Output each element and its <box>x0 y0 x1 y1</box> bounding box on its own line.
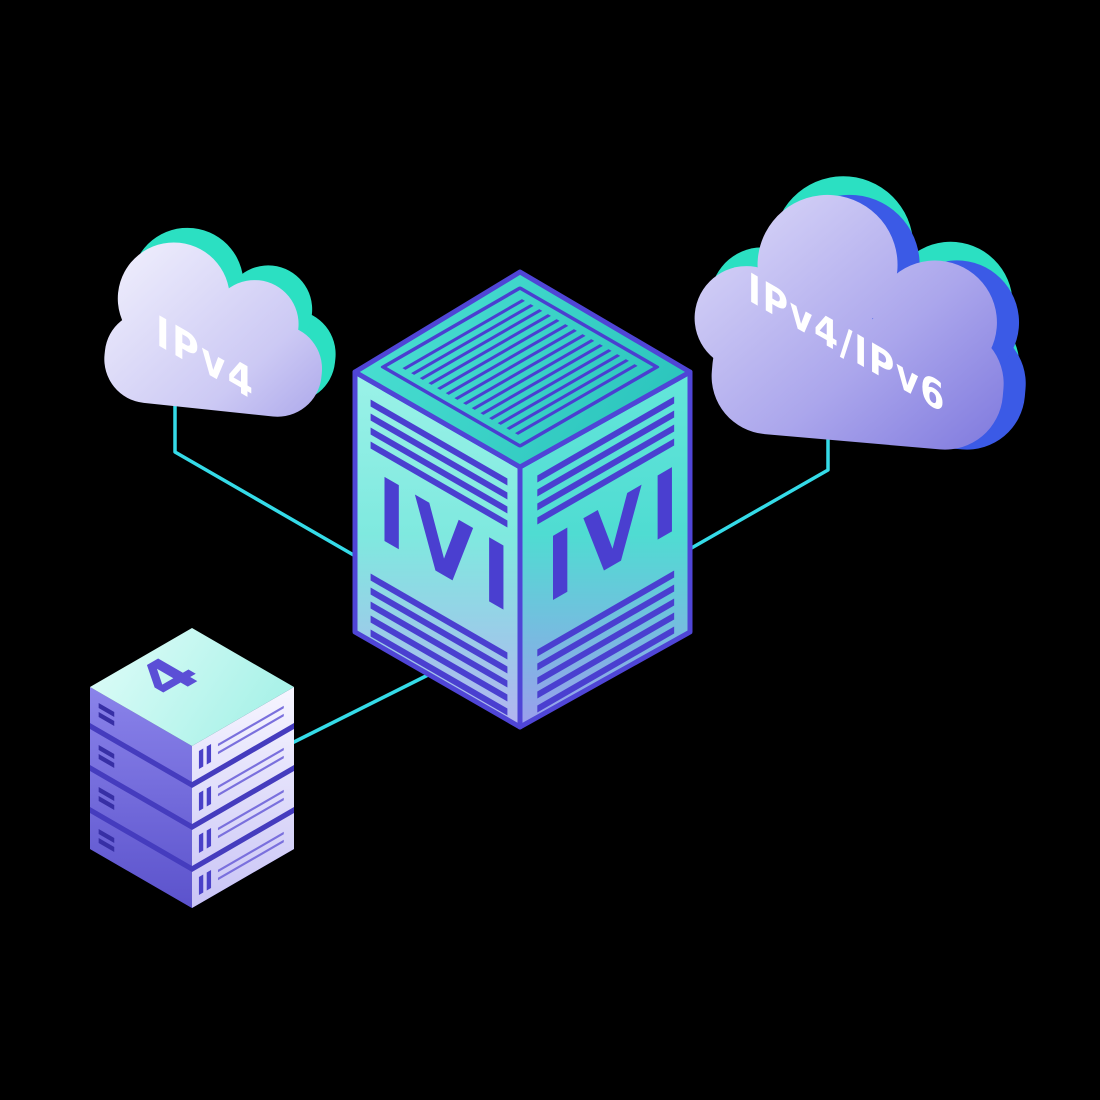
server-unit <box>90 687 294 782</box>
server-unit <box>90 771 294 866</box>
server-unit-vents <box>198 831 284 895</box>
stack-top-face <box>90 628 294 746</box>
connector-server-stack-to-ivi <box>292 671 434 744</box>
server-unit-slots <box>98 745 115 768</box>
connector-ipv4-cloud-to-ivi <box>173 399 359 559</box>
dual-stack-cloud <box>684 165 1042 455</box>
connector-dualstack-cloud-to-ivi <box>686 428 830 552</box>
right-face-bottom-stripes <box>537 570 675 713</box>
top-face-hatch <box>402 299 638 435</box>
server-unit <box>90 729 294 824</box>
connector-lines <box>173 399 830 744</box>
server-unit <box>90 813 294 908</box>
server-unit-vents <box>198 789 284 853</box>
ivi-translator-cube: IVI IVI <box>352 269 693 730</box>
left-face-top-stripes <box>370 399 508 528</box>
server-unit-slots <box>98 787 115 810</box>
left-face-bottom-stripes <box>370 573 508 716</box>
cube-top-face-content <box>380 286 660 448</box>
server-unit-vents <box>198 747 284 811</box>
server-unit-slots <box>98 703 115 726</box>
top-face-inner-border <box>380 286 660 448</box>
server-unit-slots <box>98 829 115 852</box>
server-unit-vents <box>198 705 284 769</box>
ipv4-server-stack: 4 <box>90 628 294 908</box>
right-face-top-stripes <box>537 396 675 525</box>
dual-stack-cloud-body <box>684 184 1019 455</box>
